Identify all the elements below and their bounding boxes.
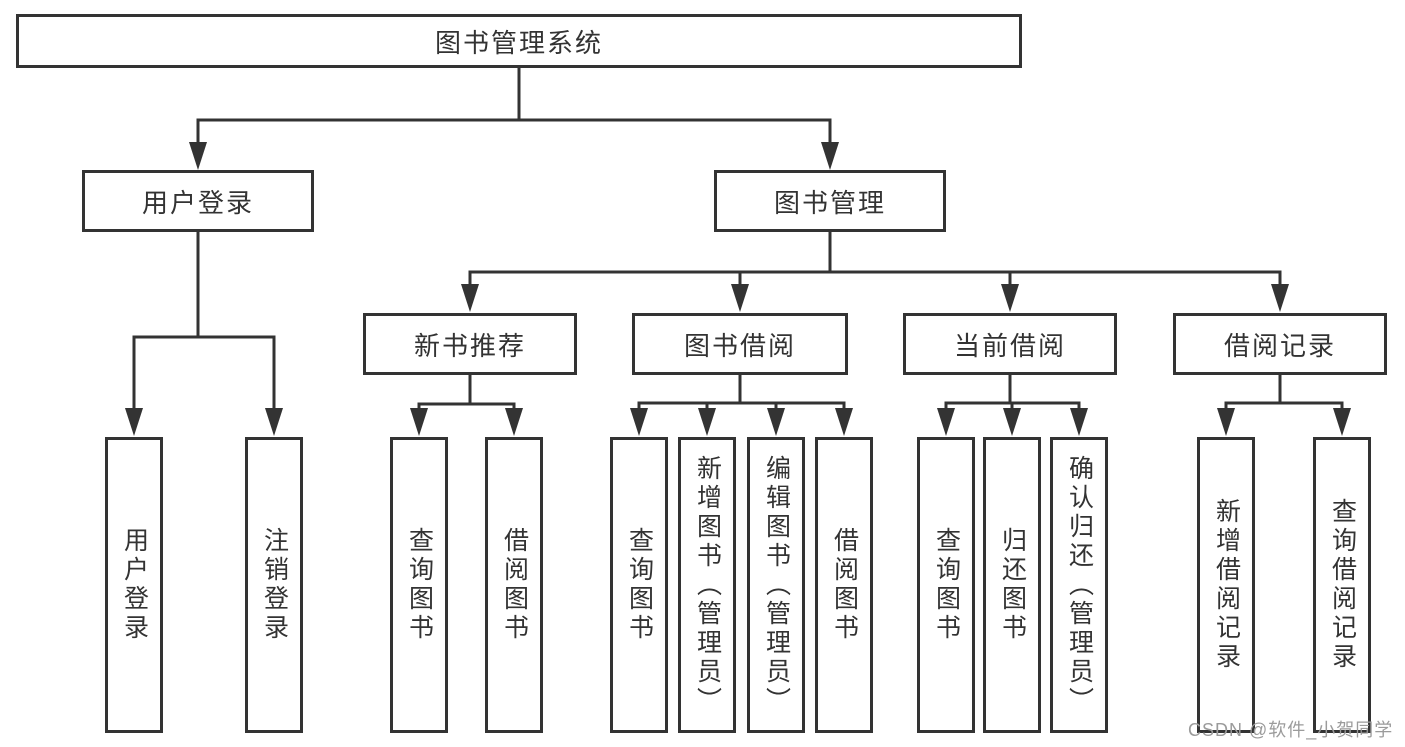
connector-paths <box>132 68 1344 410</box>
leaf-edit-books-admin: 编辑图书（管理员） <box>747 437 805 733</box>
leaf-label: 借阅图书 <box>830 527 859 643</box>
leaf-borrow-books-recommend: 借阅图书 <box>485 437 543 733</box>
node-label: 借阅记录 <box>1223 330 1336 361</box>
leaf-query-books-recommend: 查询图书 <box>390 437 448 733</box>
node-label: 用户登录 <box>141 187 254 218</box>
leaf-query-books-borrowing: 查询图书 <box>610 437 668 733</box>
node-label: 图书借阅 <box>683 330 796 361</box>
node-label: 新书推荐 <box>413 330 526 361</box>
leaf-add-books-admin: 新增图书（管理员） <box>678 437 736 733</box>
leaf-label: 查询图书 <box>932 527 961 643</box>
node-borrowing-records: 借阅记录 <box>1173 313 1387 375</box>
leaf-label: 编辑图书（管理员） <box>762 454 791 716</box>
node-new-book-recommend: 新书推荐 <box>363 313 577 375</box>
node-current-borrowing: 当前借阅 <box>903 313 1117 375</box>
leaf-label: 新增借阅记录 <box>1212 498 1241 672</box>
leaf-label: 确认归还（管理员） <box>1065 454 1094 716</box>
arrowheads <box>125 142 1351 436</box>
node-book-borrowing: 图书借阅 <box>632 313 848 375</box>
leaf-confirm-return-admin: 确认归还（管理员） <box>1050 437 1108 733</box>
node-library-management-system: 图书管理系统 <box>16 14 1022 68</box>
leaf-label: 查询图书 <box>405 527 434 643</box>
leaf-label: 查询图书 <box>625 527 654 643</box>
node-label: 图书管理系统 <box>434 27 603 58</box>
node-book-management: 图书管理 <box>714 170 946 232</box>
leaf-label: 新增图书（管理员） <box>693 454 722 716</box>
leaf-label: 借阅图书 <box>500 527 529 643</box>
leaf-label: 归还图书 <box>998 527 1027 643</box>
leaf-borrow-books: 借阅图书 <box>815 437 873 733</box>
leaf-return-books: 归还图书 <box>983 437 1041 733</box>
leaf-logout: 注销登录 <box>245 437 303 733</box>
leaf-label: 查询借阅记录 <box>1328 498 1357 672</box>
leaf-query-borrow-record: 查询借阅记录 <box>1313 437 1371 733</box>
leaf-label: 注销登录 <box>260 527 289 643</box>
node-label: 当前借阅 <box>953 330 1066 361</box>
csdn-watermark: CSDN @软件_小贺同学 <box>1188 720 1394 740</box>
node-label: 图书管理 <box>773 187 886 218</box>
node-user-login: 用户登录 <box>82 170 314 232</box>
leaf-query-books-current: 查询图书 <box>917 437 975 733</box>
leaf-user-login: 用户登录 <box>105 437 163 733</box>
leaf-label: 用户登录 <box>120 527 149 643</box>
leaf-add-borrow-record: 新增借阅记录 <box>1197 437 1255 733</box>
